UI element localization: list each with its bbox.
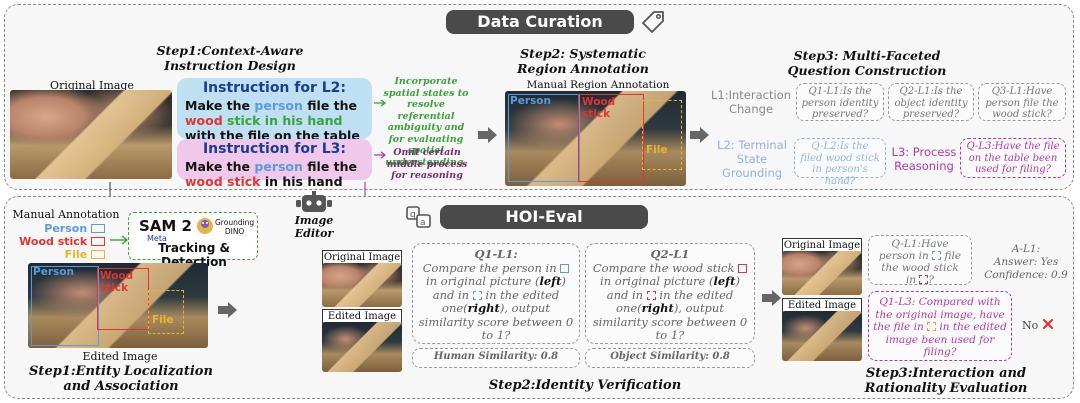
q-l3-box: Q-L3:Have the file on the table been use… — [960, 138, 1066, 178]
edited-image-label: Edited Image — [82, 350, 158, 363]
no-answer: No — [1022, 318, 1054, 332]
manual-region-label: Manual Region Annotation — [526, 79, 670, 91]
ann-person: Person — [44, 222, 88, 235]
human-similarity: Human Similarity: 0.8 — [412, 348, 580, 368]
file-box — [642, 100, 682, 170]
hoi-eval-banner: HOI-Eval — [440, 205, 648, 229]
instruction-l3-box: Instruction for L3: Make the person file… — [177, 139, 372, 189]
note-spatial: Incorporate spatial states to resolve re… — [383, 76, 469, 168]
wood-tag: Wood stick — [582, 96, 616, 120]
grounding-dino-icon — [197, 218, 213, 234]
hoi-step2-title: Step2:Identity Verification — [488, 378, 682, 393]
orig-small-image — [322, 263, 402, 307]
person-box — [508, 94, 580, 182]
edited-small-image — [322, 322, 402, 372]
object-similarity: Object Similarity: 0.8 — [585, 348, 755, 368]
wood-box — [578, 94, 644, 182]
q2-l1-head: Q2-L1 — [650, 247, 690, 261]
q2-l1-eval-box: Q2-L1 Compare the wood stick in original… — [585, 243, 755, 344]
edited-small-image-2 — [782, 311, 862, 361]
edited-wood-tag: Wood stick — [100, 270, 134, 294]
sam-meta: Meta — [147, 234, 167, 243]
q1-l1-head: Q1-L1: — [474, 247, 518, 261]
tag-icon — [642, 11, 664, 33]
annotation-legend: Person Wood stick File — [10, 222, 105, 261]
annotated-image — [505, 91, 686, 186]
data-curation-banner: Data Curation — [446, 10, 634, 34]
l1-label: L1:Interaction Change — [711, 88, 791, 116]
q2-l1-text: Compare the wood stick in original pictu… — [592, 260, 748, 342]
q2-l1-box: Q2-L1:Is the object identity preserved? — [888, 83, 974, 121]
cross-icon — [1042, 318, 1053, 330]
orig-small-image-2 — [782, 251, 862, 295]
instruction-l2-heading: Instruction for L2: — [202, 80, 347, 96]
original-image-label: Original Image — [50, 79, 134, 92]
l3-label: L3: Process Reasoning — [891, 145, 957, 173]
instruction-l3-heading: Instruction for L3: — [202, 141, 347, 157]
q1-l1-eval-box: Q1-L1: Compare the person in in original… — [412, 243, 580, 344]
original-image — [10, 90, 172, 179]
instruction-l3-text: Make the person file the wood stick in h… — [185, 159, 358, 189]
svg-text:q: q — [410, 210, 416, 220]
q1-l1-box: Q1-L1:Is the person identity preserved? — [796, 83, 884, 121]
robot-icon — [296, 191, 332, 212]
ann-wood: Wood stick — [19, 235, 88, 248]
q1-l1-text: Compare the person in in original pictur… — [418, 260, 574, 342]
eval-icon: q a — [406, 206, 431, 228]
edited-file-tag: File — [152, 314, 174, 326]
edited-person-tag: Person — [33, 266, 74, 278]
ann-file: File — [64, 248, 88, 261]
q3-l1-box: Q3-L1:Have person file the wood stick? — [978, 83, 1066, 121]
l2-label: L2: Terminal State Grounding — [717, 138, 787, 180]
svg-text:a: a — [420, 218, 426, 228]
note-omit: Omit certain middle process for reasonin… — [386, 147, 468, 181]
q1-l3-eval-box: Q1-L3: Compared with the original image,… — [868, 291, 1012, 361]
sam-title: SAM 2 — [139, 217, 192, 235]
q-l1-eval-box: Q-L1:Have person in file the wood stick … — [868, 235, 972, 286]
person-tag: Person — [510, 95, 551, 107]
file-tag: File — [646, 144, 668, 156]
annotation-arrow — [110, 235, 129, 245]
edited-person-box — [31, 266, 99, 346]
instruction-arrows — [374, 99, 386, 159]
manual-annotation-label: Manual Annotation — [12, 208, 120, 221]
edited-file-box — [148, 290, 184, 334]
q-l2-box: Q-L2:Is the filed wood stick in person's… — [794, 138, 886, 187]
